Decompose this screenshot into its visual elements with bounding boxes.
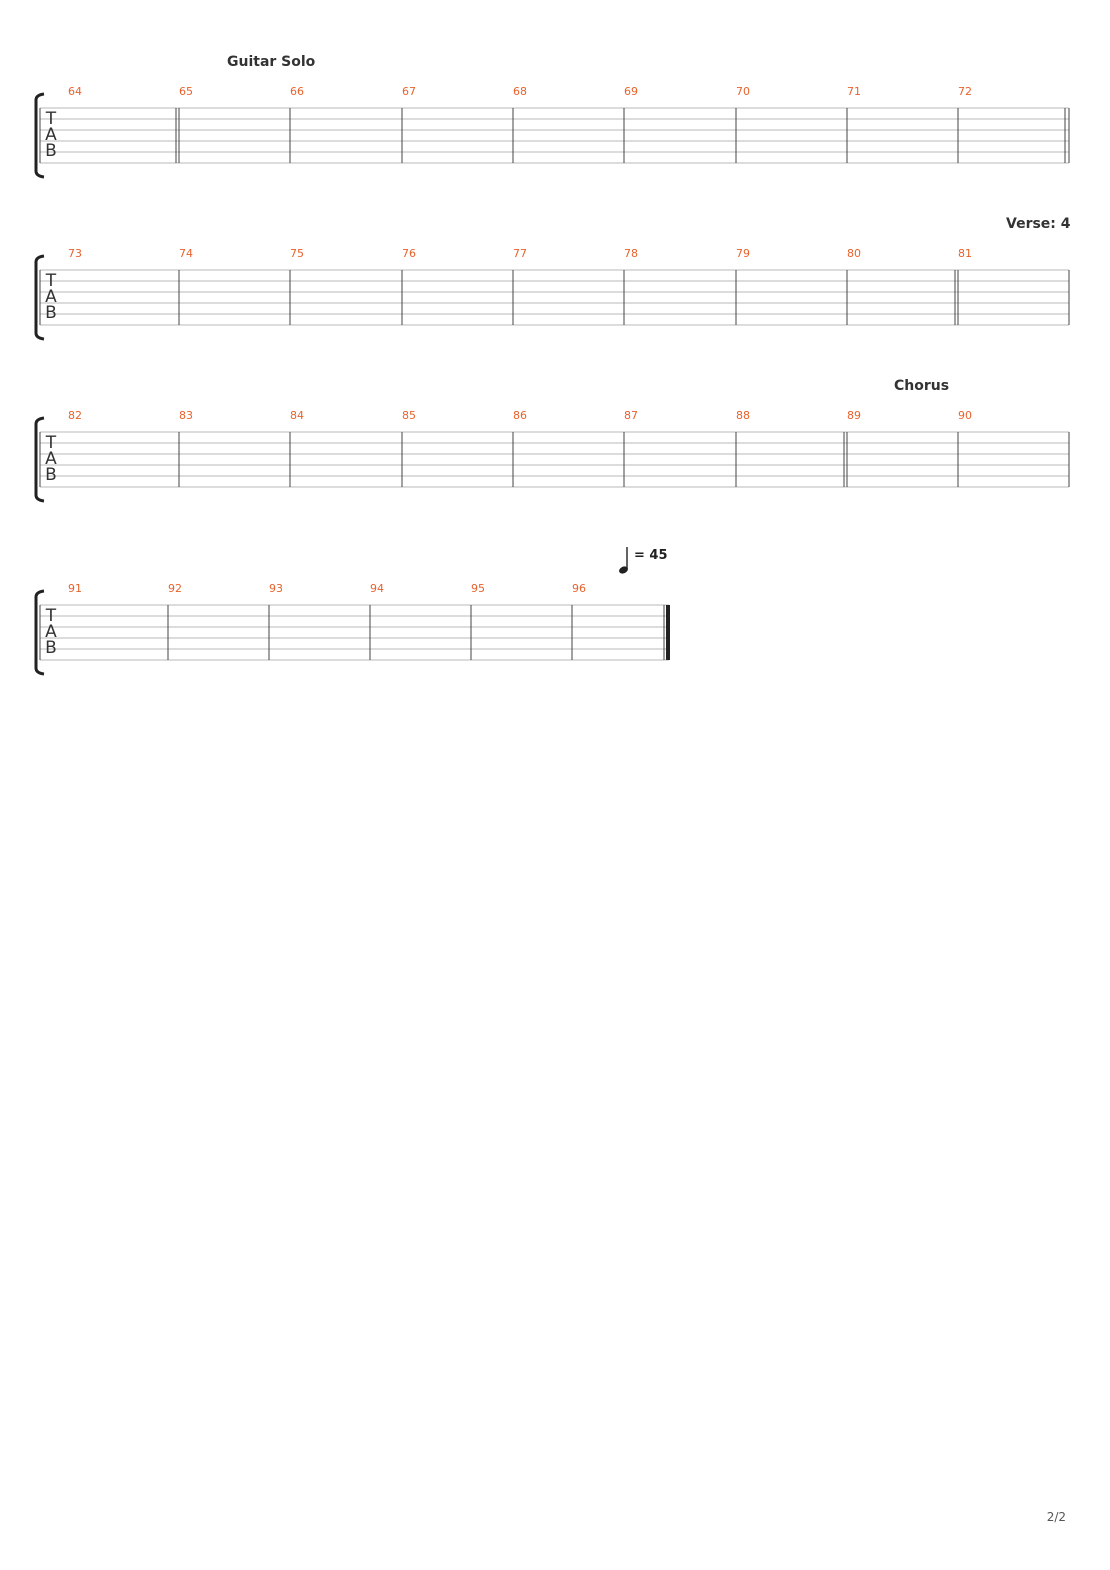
system-bracket	[34, 416, 45, 503]
measure-number: 78	[624, 247, 638, 260]
measure-number: 93	[269, 582, 283, 595]
measure-number: 66	[290, 85, 304, 98]
measure-number: 71	[847, 85, 861, 98]
tab-clef-letter: A	[45, 287, 57, 307]
final-barline	[666, 605, 670, 660]
measure-number: 74	[179, 247, 193, 260]
measure-number: 75	[290, 247, 304, 260]
tab-clef-letter: B	[45, 465, 57, 485]
measure-number: 91	[68, 582, 82, 595]
measure-number: 86	[513, 409, 527, 422]
measure-number: 90	[958, 409, 972, 422]
measure-number: 73	[68, 247, 82, 260]
tab-clef-letter: T	[45, 606, 57, 626]
measure-number: 67	[402, 85, 416, 98]
measure-number: 80	[847, 247, 861, 260]
measure-number: 87	[624, 409, 638, 422]
measure-number: 96	[572, 582, 586, 595]
tab-clef-letter: A	[45, 125, 57, 145]
tab-clef-letter: A	[45, 449, 57, 469]
measure-number: 92	[168, 582, 182, 595]
tab-clef-letter: B	[45, 141, 57, 161]
measure-number: 79	[736, 247, 750, 260]
page-number: 2/2	[1046, 1510, 1066, 1524]
measure-number: 76	[402, 247, 416, 260]
tab-clef-letter: T	[45, 109, 57, 129]
system-bracket	[34, 92, 45, 179]
tempo-value: = 45	[634, 548, 668, 563]
measure-number: 69	[624, 85, 638, 98]
measure-number: 88	[736, 409, 750, 422]
measure-number: 68	[513, 85, 527, 98]
section-label-chorus: Chorus	[894, 378, 950, 394]
measure-number: 95	[471, 582, 485, 595]
tab-clef-letter: T	[45, 271, 57, 291]
measure-number: 65	[179, 85, 193, 98]
section-label-guitar-solo: Guitar Solo	[227, 54, 316, 70]
section-label-verse-4: Verse: 4	[1006, 216, 1071, 232]
tab-clef-letter: B	[45, 303, 57, 323]
measure-number: 72	[958, 85, 972, 98]
tab-clef-letter: T	[45, 433, 57, 453]
system-bracket	[34, 254, 45, 341]
measure-number: 77	[513, 247, 527, 260]
measure-number: 64	[68, 85, 82, 98]
quarter-note-icon	[619, 547, 628, 574]
measure-number: 82	[68, 409, 82, 422]
system-bracket	[34, 589, 45, 676]
tab-clef-letter: A	[45, 622, 57, 642]
measure-number: 70	[736, 85, 750, 98]
tab-clef-letter: B	[45, 638, 57, 658]
measure-number: 83	[179, 409, 193, 422]
measure-number: 84	[290, 409, 304, 422]
measure-number: 81	[958, 247, 972, 260]
measure-number: 89	[847, 409, 861, 422]
measure-number: 94	[370, 582, 384, 595]
measure-number: 85	[402, 409, 416, 422]
